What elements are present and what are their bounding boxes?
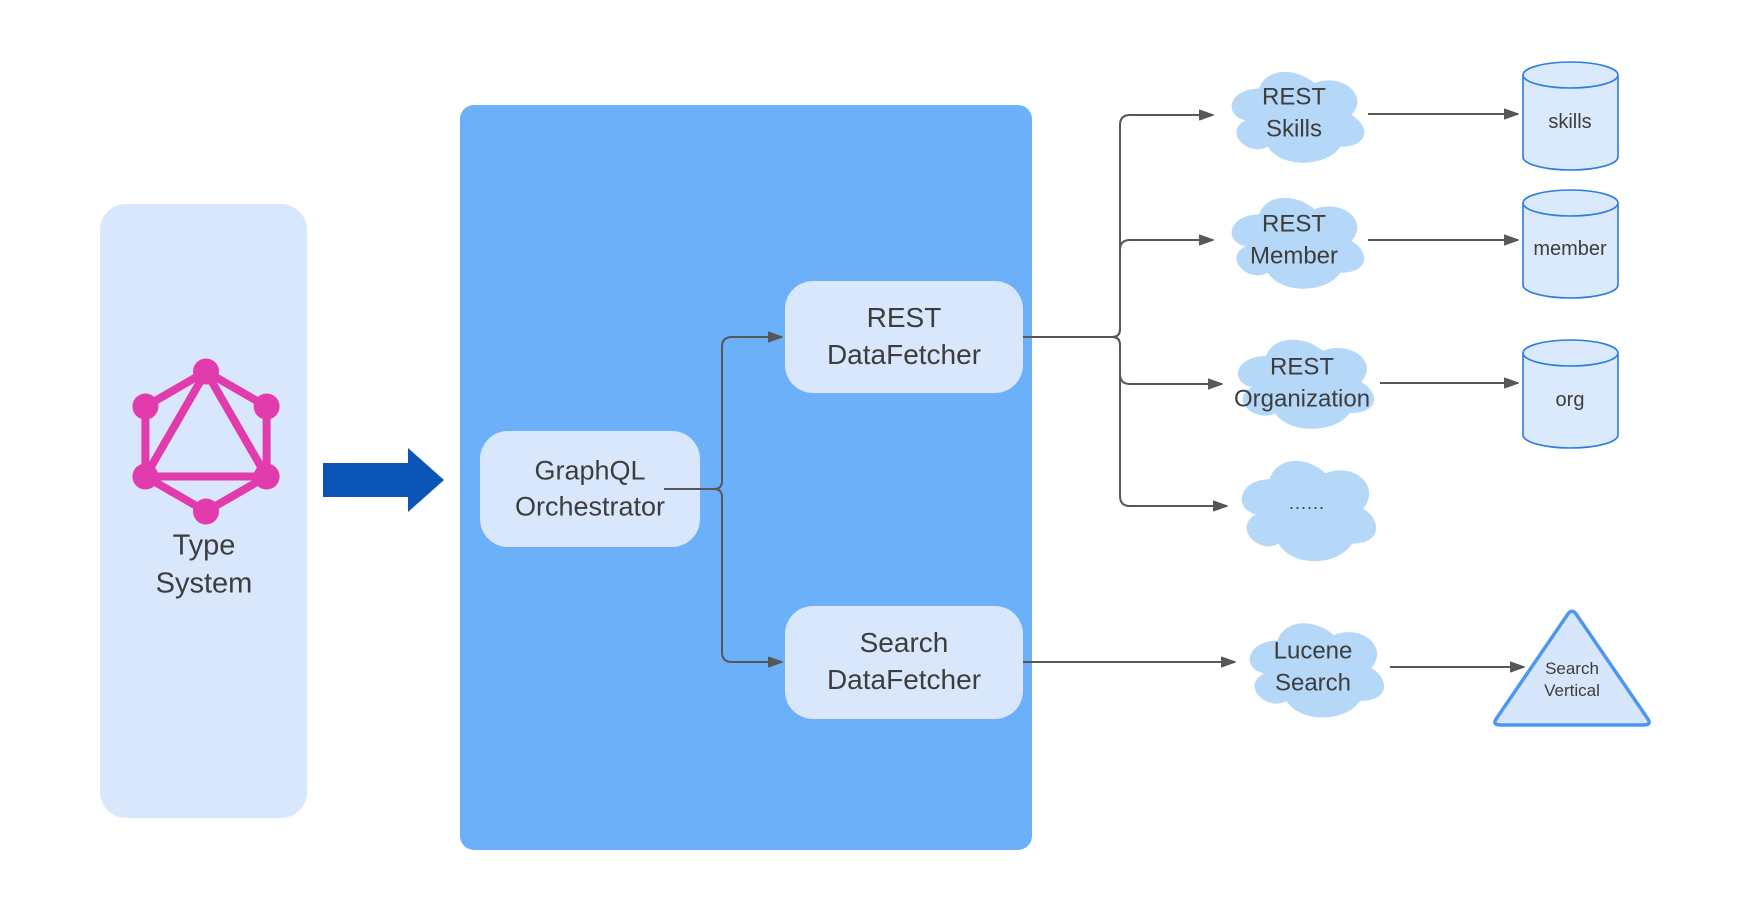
cloud-label-lucene-search: Lucene Search [1273, 637, 1353, 696]
connector-rest-datafetcher-to-rest-member [1023, 234, 1214, 338]
cloud-label-rest-skills: REST Skills [1261, 83, 1327, 142]
rest-datafetcher-node [785, 281, 1023, 393]
cloud-label-rest-member: REST Member [1249, 210, 1339, 269]
database-label-org: org [1555, 388, 1585, 411]
graphql-orchestrator-label: GraphQL Orchestrator [514, 455, 666, 521]
database-label-skills: skills [1548, 110, 1592, 133]
type-system-container [100, 204, 307, 818]
rest-datafetcher-label: REST DataFetcher [826, 302, 982, 370]
connector-rest-datafetcher-to-rest-organization [1023, 336, 1223, 390]
search-datafetcher-label: Search DataFetcher [826, 627, 982, 695]
search-datafetcher-node [785, 606, 1023, 719]
connector-rest-datafetcher-to-more-services [1023, 336, 1228, 512]
flow-arrow-icon [323, 448, 444, 512]
search-vertical-label: Search Vertical [1544, 658, 1600, 700]
connector-rest-datafetcher-to-rest-skills [1023, 109, 1214, 338]
database-label-member: member [1533, 237, 1607, 260]
type-system-label: Type System [155, 529, 253, 600]
cloud-label-more-services: ...... [1288, 493, 1326, 514]
cloud-label-rest-organization: REST Organization [1233, 353, 1371, 412]
graphql-orchestrator-node [480, 431, 700, 547]
